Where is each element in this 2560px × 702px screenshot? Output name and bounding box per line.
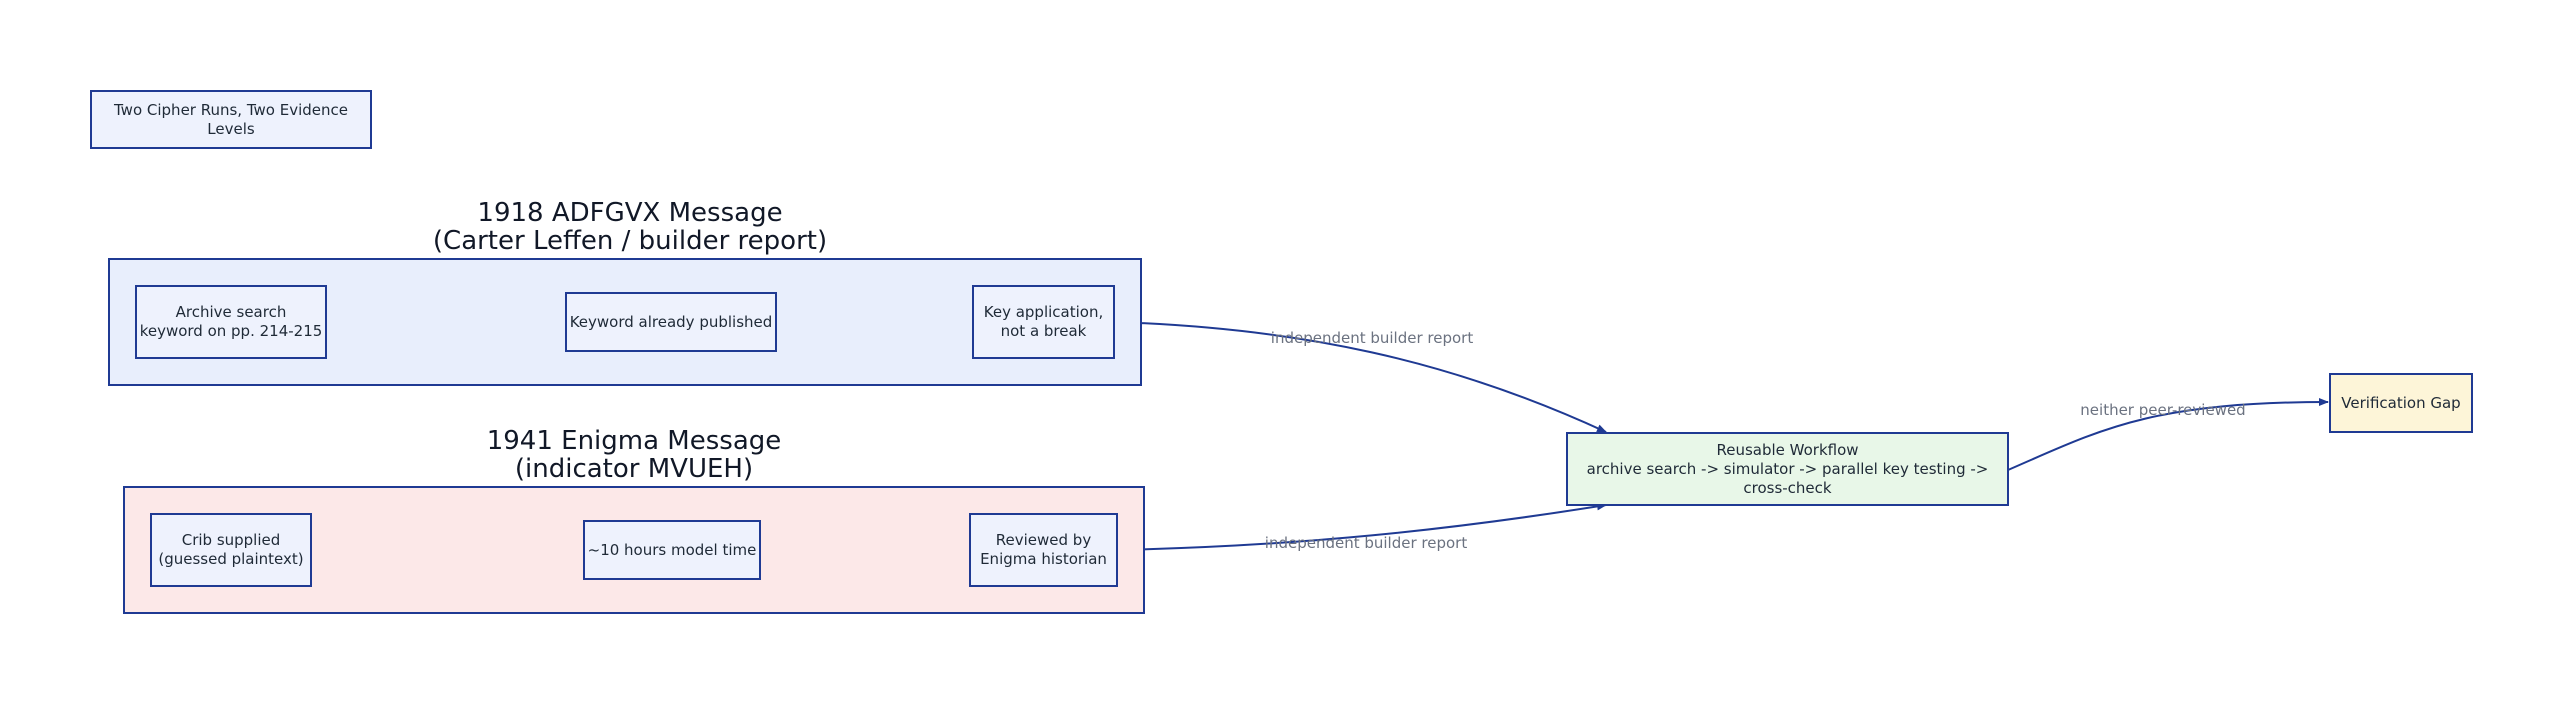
diagram-title-label: Two Cipher Runs, Two Evidence Levels	[114, 100, 348, 138]
node-keyword-published: Keyword already published	[565, 292, 777, 352]
adfgvx-cluster-title: 1918 ADFGVX Message (Carter Leffen / bui…	[432, 198, 828, 256]
edge-adfgvx-to-workflow	[1113, 321, 1607, 433]
edge-workflow-to-gap	[2007, 398, 2329, 471]
edge-label-workflow-to-gap: neither peer-reviewed	[2080, 401, 2246, 419]
node-reviewed-by-historian: Reviewed by Enigma historian	[969, 513, 1118, 587]
edge-label-enigma-to-workflow: independent builder report	[1264, 534, 1468, 552]
node-key-application: Key application, not a break	[972, 285, 1115, 359]
diagram-title-box: Two Cipher Runs, Two Evidence Levels	[90, 90, 372, 149]
node-model-time: ~10 hours model time	[583, 520, 761, 580]
edge-enigma-to-workflow	[1116, 502, 1607, 551]
node-reusable-workflow: Reusable Workflow archive search -> simu…	[1566, 432, 2009, 506]
node-archive-search: Archive search keyword on pp. 214-215	[135, 285, 327, 359]
node-crib-supplied: Crib supplied (guessed plaintext)	[150, 513, 312, 587]
edge-label-adfgvx-to-workflow: independent builder report	[1270, 329, 1474, 347]
enigma-cluster-title: 1941 Enigma Message (indicator MVUEH)	[486, 426, 782, 484]
node-verification-gap: Verification Gap	[2329, 373, 2473, 433]
